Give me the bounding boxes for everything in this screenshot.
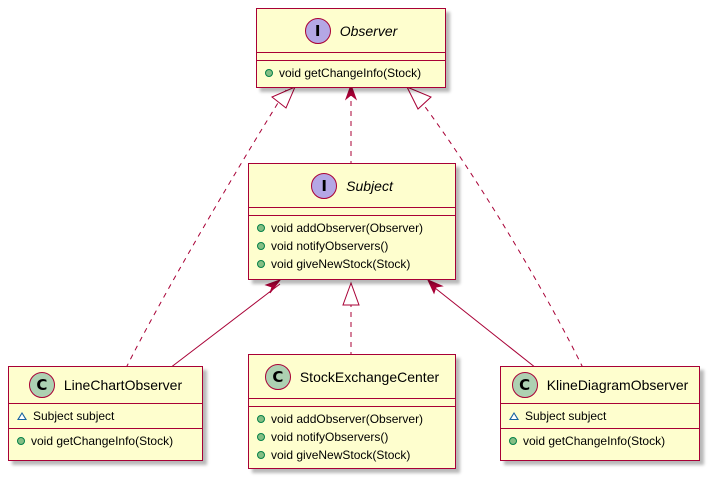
stockexchangecenter-header: C StockExchangeCenter — [249, 355, 455, 399]
stockexchangecenter-name: StockExchangeCenter — [299, 368, 440, 385]
hollow-triangle-arrowhead — [271, 86, 296, 109]
stockexchangecenter-fields — [249, 399, 455, 407]
method-row: void giveNewStock(Stock) — [257, 255, 447, 273]
linechartobserver-methods: void getChangeInfo(Stock) — [9, 429, 202, 453]
stockexchangecenter-methods: void addObserver(Observer) void notifyOb… — [249, 407, 455, 467]
subject-methods: void addObserver(Observer) void notifyOb… — [249, 216, 455, 276]
public-visibility-icon — [257, 415, 265, 423]
open-arrowhead — [427, 279, 444, 295]
stockexchangecenter-class[interactable]: C StockExchangeCenter void addObserver(O… — [248, 354, 456, 469]
method-signature: void addObserver(Observer) — [271, 412, 424, 426]
method-row: void getChangeInfo(Stock) — [509, 432, 691, 450]
observer-methods: void getChangeInfo(Stock) — [257, 61, 445, 85]
field-declaration: Subject subject — [525, 409, 607, 423]
method-row: void notifyObservers() — [257, 237, 447, 255]
open-arrowhead — [344, 83, 358, 101]
public-visibility-icon — [509, 437, 517, 445]
edge-kline-realizes-observer — [419, 99, 584, 369]
observer-interface[interactable]: I Observer void getChangeInfo(Stock) — [256, 8, 446, 88]
public-visibility-icon — [17, 437, 25, 445]
method-signature: void getChangeInfo(Stock) — [523, 434, 666, 448]
linechartobserver-class[interactable]: C LineChartObserver Subject subject void… — [8, 366, 203, 461]
interface-badge-icon: I — [311, 172, 338, 199]
hollow-triangle-arrowhead — [405, 86, 432, 110]
method-row: void addObserver(Observer) — [257, 219, 447, 237]
klinediagramobserver-name: KlineDiagramObserver — [546, 377, 689, 393]
method-row: void getChangeInfo(Stock) — [17, 432, 194, 450]
field-row: Subject subject — [17, 407, 194, 425]
method-signature: void notifyObservers() — [271, 239, 389, 253]
package-visibility-icon — [17, 412, 27, 420]
public-visibility-icon — [265, 69, 273, 77]
public-visibility-icon — [257, 224, 265, 232]
edge-linechart-subject-association — [169, 283, 281, 369]
package-visibility-icon — [509, 412, 519, 420]
observer-name: Observer — [339, 22, 398, 39]
subject-header: I Subject — [249, 164, 455, 208]
class-badge-icon: C — [511, 372, 538, 398]
klinediagramobserver-fields: Subject subject — [501, 404, 699, 429]
open-arrowhead — [264, 278, 282, 294]
klinediagramobserver-methods: void getChangeInfo(Stock) — [501, 429, 699, 453]
method-row: void giveNewStock(Stock) — [257, 446, 447, 464]
public-visibility-icon — [257, 451, 265, 459]
edge-linechart-realizes-observer — [125, 89, 287, 369]
method-row: void getChangeInfo(Stock) — [265, 64, 437, 82]
subject-name: Subject — [346, 177, 393, 194]
subject-fields — [249, 208, 455, 216]
method-signature: void getChangeInfo(Stock) — [31, 434, 174, 448]
observer-fields — [257, 53, 445, 61]
method-signature: void notifyObservers() — [271, 430, 389, 444]
class-badge-icon: C — [28, 372, 55, 398]
public-visibility-icon — [257, 260, 265, 268]
linechartobserver-name: LineChartObserver — [63, 377, 183, 393]
interface-badge-icon: I — [304, 17, 331, 44]
field-declaration: Subject subject — [33, 409, 115, 423]
method-signature: void addObserver(Observer) — [271, 221, 424, 235]
hollow-triangle-arrowhead — [342, 281, 360, 306]
klinediagramobserver-class[interactable]: C KlineDiagramObserver Subject subject v… — [500, 366, 700, 461]
linechartobserver-fields: Subject subject — [9, 404, 202, 429]
edge-kline-subject-association — [429, 283, 537, 369]
public-visibility-icon — [257, 433, 265, 441]
method-row: void addObserver(Observer) — [257, 410, 447, 428]
method-row: void notifyObservers() — [257, 428, 447, 446]
method-signature: void giveNewStock(Stock) — [271, 448, 411, 462]
method-signature: void giveNewStock(Stock) — [271, 257, 411, 271]
klinediagramobserver-header: C KlineDiagramObserver — [501, 367, 699, 404]
observer-header: I Observer — [257, 9, 445, 53]
public-visibility-icon — [257, 242, 265, 250]
linechartobserver-header: C LineChartObserver — [9, 367, 202, 404]
method-signature: void getChangeInfo(Stock) — [279, 66, 422, 80]
field-row: Subject subject — [509, 407, 691, 425]
class-badge-icon: C — [264, 363, 291, 390]
subject-interface[interactable]: I Subject void addObserver(Observer) voi… — [248, 163, 456, 280]
